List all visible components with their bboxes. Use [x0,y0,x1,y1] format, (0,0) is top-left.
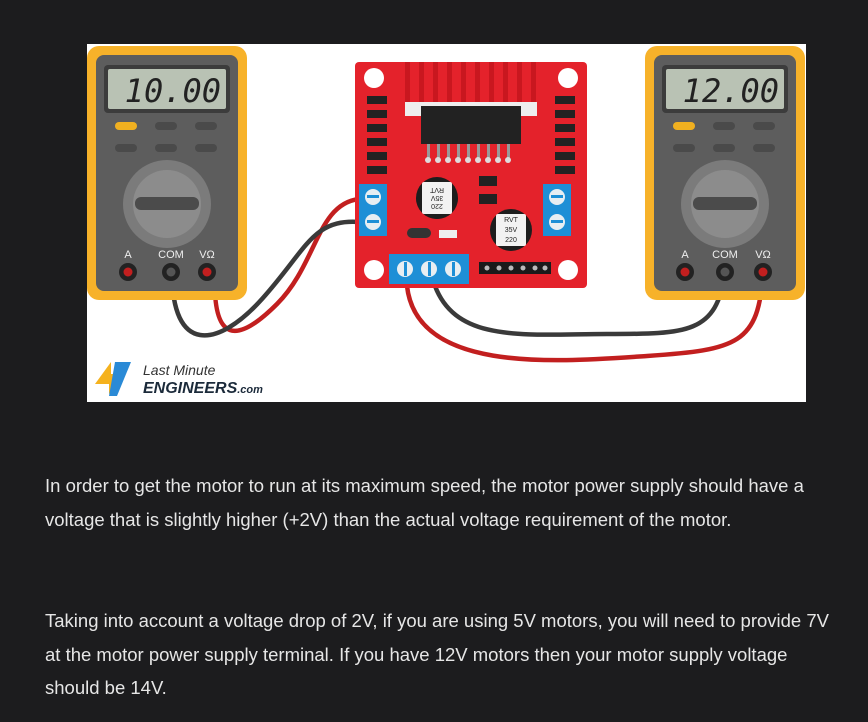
wire-black-right [432,269,728,337]
meter-right-port-com: COM [712,249,738,261]
terminal-right [543,184,571,236]
wires [169,196,766,363]
l298n-board: RVT 35V 220 RVT 35V 220 [355,62,587,288]
logo-suffix: .com [237,384,263,396]
button-yellow [115,122,137,130]
meter-right-reading: 12.00 [683,72,779,110]
logo-line2: ENGINEERS [143,380,238,397]
capacitor-left: RVT 35V 220 [416,177,458,219]
meter-left-port-com: COM [158,249,184,261]
article-figure: 10.00 A COM VΩ 12.00 [87,44,806,402]
circuit-diagram: 10.00 A COM VΩ 12.00 [87,46,805,397]
meter-left-port-a: A [124,249,132,261]
paragraph-motor-speed: In order to get the motor to run at its … [45,475,804,530]
meter-left-port-v: VΩ [199,249,215,261]
wire-red-right [404,269,766,363]
cap-right-line2: 35V [505,227,518,234]
jack-a [123,267,133,277]
last-minute-engineers-logo: Last Minute ENGINEERS.com [95,362,263,397]
l298n-chip [421,106,521,144]
terminal-left [359,184,387,236]
jack-com [166,267,176,277]
dial-pointer [135,197,199,210]
jack-v [202,267,212,277]
paragraph-voltage-drop: Taking into account a voltage drop of 2V… [45,610,829,698]
cap-left-line2: 35V [430,194,443,201]
meter-right-port-a: A [681,249,689,261]
cap-left-line1: RVT [429,186,444,193]
meter-left-reading: 10.00 [125,72,221,110]
cap-right-line1: RVT [504,217,519,224]
multimeter-right: 12.00 A COM VΩ [645,46,805,300]
wire-black-left [169,219,362,338]
logo-line2-wrap: ENGINEERS.com [143,380,263,397]
meter-right-port-v: VΩ [755,249,771,261]
cap-left-line3: 220 [431,202,443,209]
capacitor-right: RVT 35V 220 [490,209,532,251]
terminal-power [389,254,469,284]
cap-right-line3: 220 [505,237,517,244]
multimeter-left: 10.00 A COM VΩ [87,46,247,300]
wire-red-left [212,196,362,333]
logo-line1: Last Minute [143,362,216,378]
